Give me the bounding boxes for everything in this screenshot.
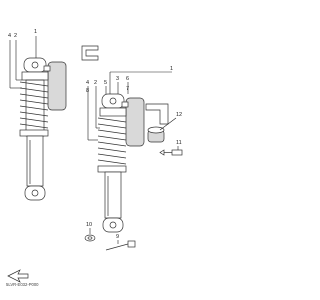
- reservoir-bracket: [145, 103, 169, 125]
- callout-11: 11: [176, 140, 182, 146]
- bolt-part-11: [159, 149, 183, 156]
- callout-4-right: 4: [86, 80, 89, 86]
- callout-6: 6: [126, 76, 129, 82]
- right-spring: [97, 117, 127, 165]
- callout-5: 5: [104, 80, 107, 86]
- callout-1-left: 1: [34, 29, 37, 35]
- right-shock-absorber: [97, 93, 145, 233]
- callout-2-left: 2: [14, 33, 17, 39]
- callout-10: 10: [86, 222, 92, 228]
- callout-2-right: 2: [94, 80, 97, 86]
- callout-7: 7: [126, 86, 129, 92]
- collar-part: [147, 126, 165, 143]
- left-shock-absorber: [19, 57, 67, 201]
- callout-1-right: 1: [170, 66, 173, 72]
- right-callouts: 1 4 2 5 3 6 7 8 12 11 10 9: [86, 66, 182, 244]
- left-callouts: 4 2 1: [8, 29, 37, 89]
- upper-bracket: [81, 45, 99, 61]
- direction-arrow-icon: [7, 269, 29, 283]
- callout-9: 9: [116, 234, 119, 240]
- callout-3-right: 3: [116, 76, 119, 82]
- callout-8: 8: [86, 88, 89, 94]
- diagram-code: 5LVR-E032-P000: [6, 282, 39, 287]
- bolt-part-9: [105, 240, 136, 251]
- callout-12: 12: [176, 112, 182, 118]
- callout-4-left: 4: [8, 33, 11, 39]
- left-spring: [19, 81, 49, 129]
- washer-part-10: [84, 234, 96, 242]
- rear-shock-absorber-diagram: 4 2 1: [6, 29, 183, 287]
